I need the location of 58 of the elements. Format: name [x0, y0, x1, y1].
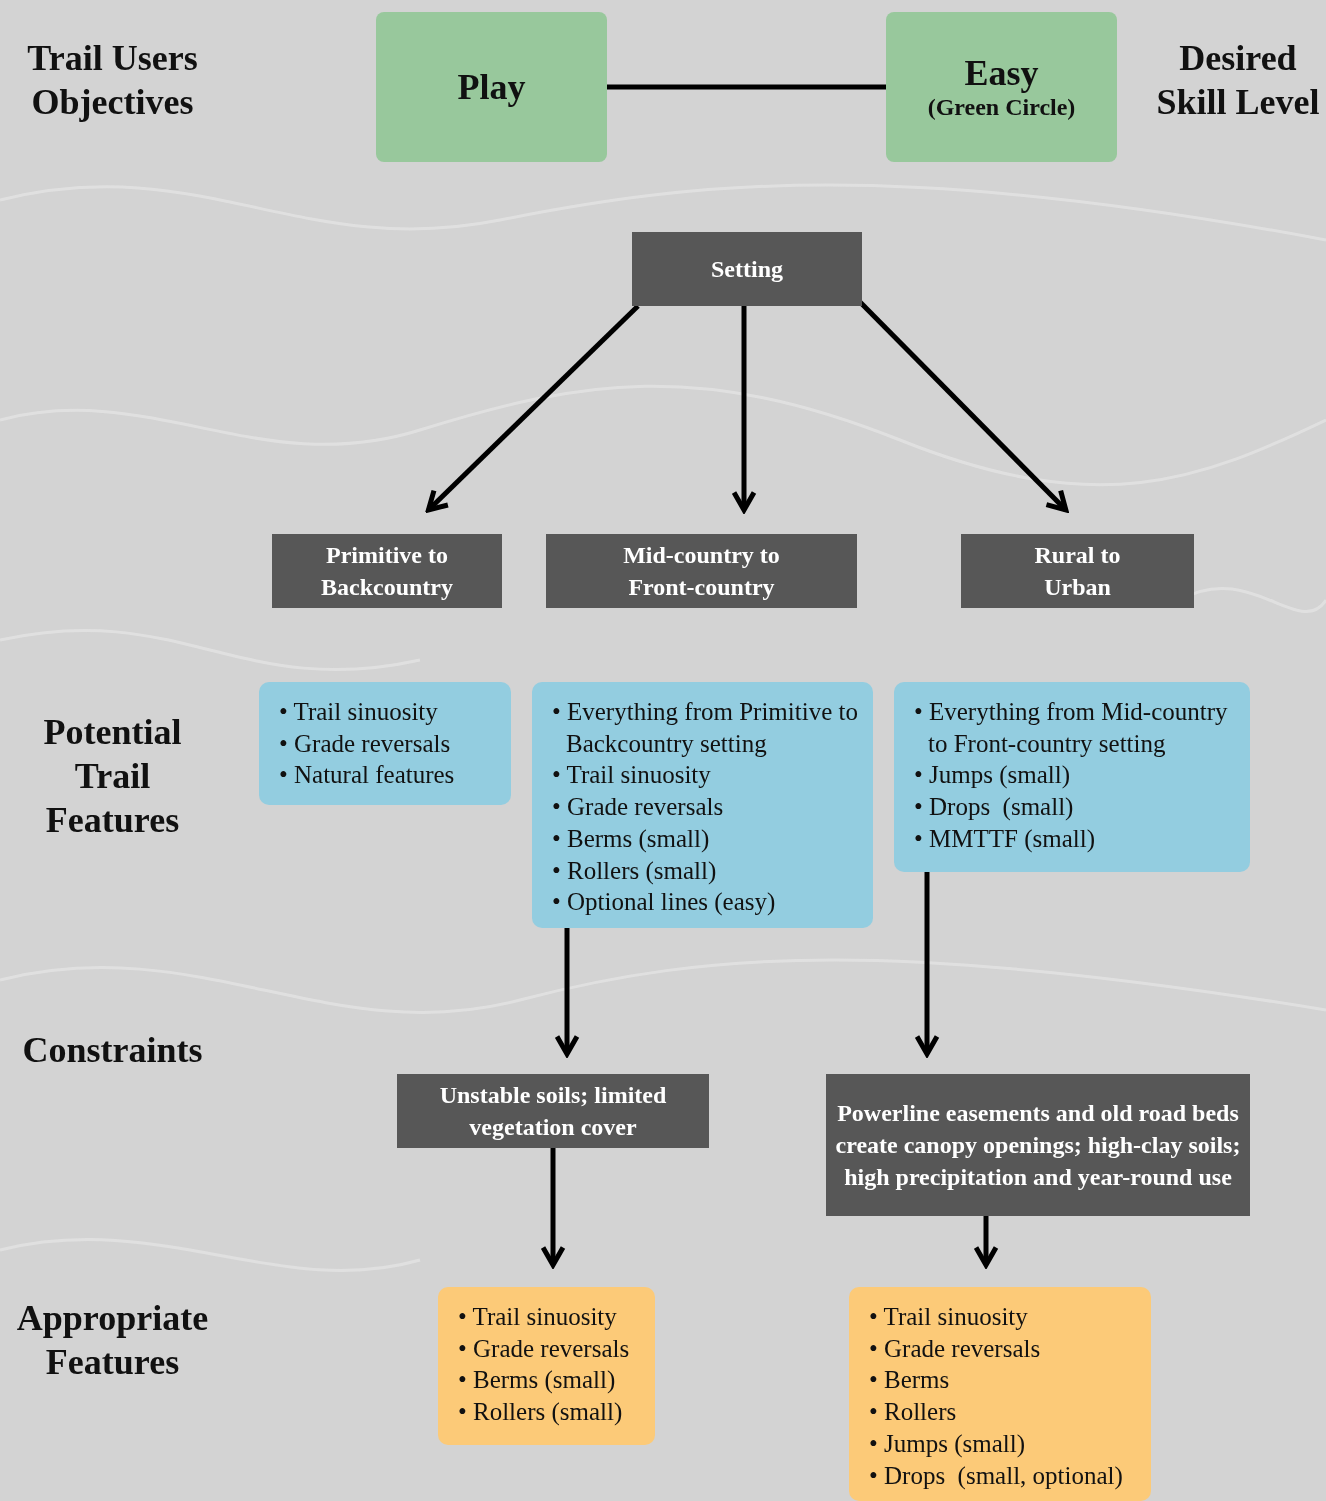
list-item: • Everything from Primitive to Backcountry setting: [552, 697, 859, 759]
box-title: Play: [457, 67, 526, 107]
arrow: [914, 872, 940, 1057]
box-label: Primitive to Backcountry: [320, 541, 454, 602]
row-heading: Constraints: [21, 1029, 204, 1072]
box-label: Unstable soils; limited vegetation cover: [438, 1081, 668, 1142]
row-heading: Potential Trail Features: [42, 711, 183, 842]
feature-list-box: [259, 682, 511, 805]
list-item: • Trail sinuosity: [279, 697, 438, 727]
process-box: [961, 534, 1194, 608]
list-item: • Trail sinuosity: [552, 760, 711, 791]
feature-list-card: [849, 1287, 1151, 1501]
box-label: Mid-country to Front-country: [622, 541, 781, 602]
list-item: • Trail sinuosity: [458, 1302, 617, 1332]
objective-box: [376, 12, 607, 162]
list-item: • MMTTF (small): [914, 823, 1095, 855]
list-item: • Grade reversals: [552, 792, 724, 823]
arrow: [973, 1216, 999, 1268]
list-item: • Jumps (small): [869, 1428, 1025, 1460]
list-item: • Berms: [869, 1365, 950, 1396]
arrow: [425, 304, 640, 513]
list-item: • Berms (small): [552, 823, 710, 855]
list-item: • Everything from Mid-country to Front-country setting: [914, 697, 1229, 759]
row-heading: Appropriate Features: [15, 1297, 210, 1384]
feature-list-box: [894, 682, 1250, 872]
box-label: Setting: [711, 255, 783, 284]
process-box: [546, 534, 857, 608]
connector-line: [607, 84, 886, 90]
process-box: [272, 534, 502, 608]
box-title: Easy: [964, 53, 1039, 93]
process-box: [397, 1074, 709, 1148]
list-item: • Drops (small): [914, 792, 1074, 823]
list-item: • Drops (small, optional): [869, 1460, 1123, 1492]
box-label: Rural to Urban: [1033, 541, 1122, 602]
list-item: • Grade reversals: [279, 728, 451, 759]
list-item: • Natural features: [279, 760, 455, 791]
feature-list-card: [438, 1287, 655, 1445]
list-item: • Rollers: [869, 1397, 957, 1428]
list-item: • Grade reversals: [869, 1333, 1041, 1364]
list-item: • Grade reversals: [458, 1333, 630, 1364]
arrow: [540, 1148, 566, 1268]
list-item: • Rollers (small): [552, 855, 717, 887]
objective-box: [886, 12, 1117, 162]
row-heading: Trail Users Objectives: [26, 37, 199, 124]
box-label: Powerline easements and old road beds create canopy openings; high-clay soils; high precipitation and year-round use: [834, 1099, 1242, 1192]
list-item: • Rollers (small): [458, 1397, 623, 1428]
list-item: • Trail sinuosity: [869, 1302, 1028, 1332]
feature-list-box: [532, 682, 873, 928]
process-box: [826, 1074, 1250, 1216]
arrow: [554, 928, 580, 1057]
process-box: [632, 232, 862, 306]
list-item: • Optional lines (easy): [552, 887, 776, 918]
list-item: • Jumps (small): [914, 760, 1070, 791]
arrow: [858, 300, 1069, 513]
list-item: • Berms (small): [458, 1365, 616, 1396]
arrow: [731, 306, 757, 513]
row-heading: Desired Skill Level: [1155, 37, 1321, 124]
box-subtitle: (Green Circle): [927, 93, 1076, 121]
